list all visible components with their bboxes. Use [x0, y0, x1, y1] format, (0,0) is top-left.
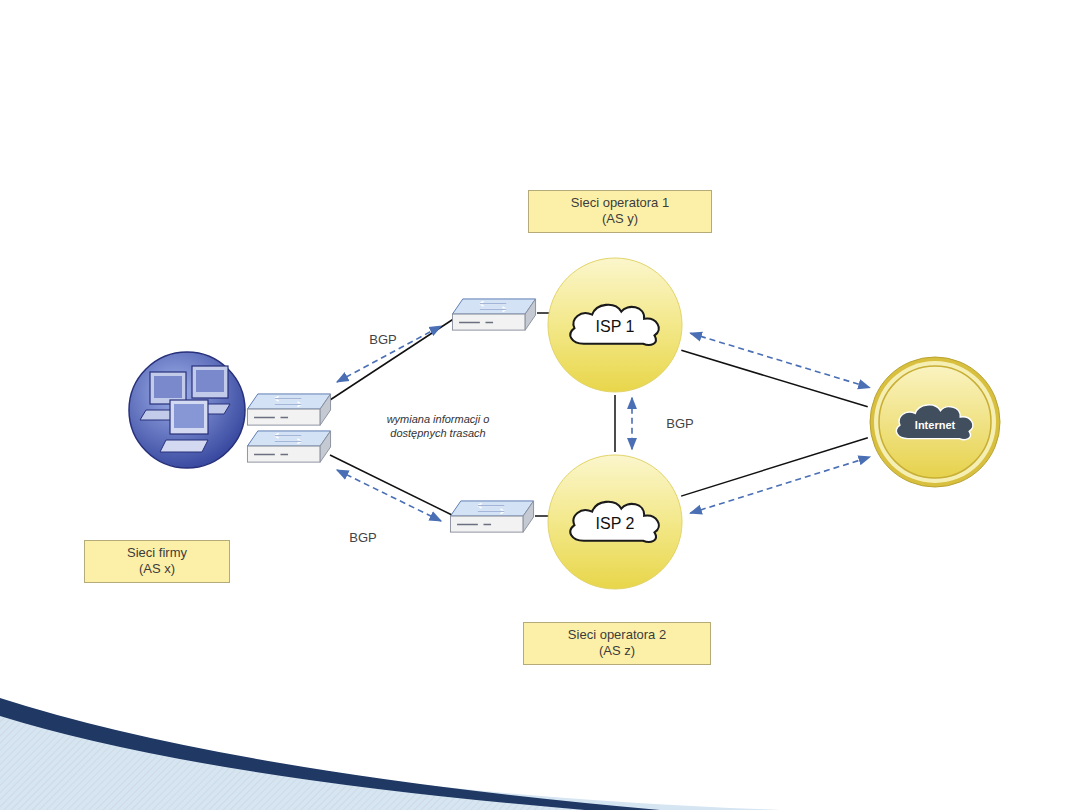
cloud-symbol [570, 502, 658, 542]
slide-swoosh-light [0, 700, 780, 810]
bgp-exchange-arrow [690, 457, 870, 513]
protocol-label: BGP [664, 416, 695, 431]
router-icon [247, 431, 330, 462]
company-network-icon [129, 352, 245, 468]
isp-disc-fill [548, 455, 682, 589]
globe-ring [870, 357, 1000, 487]
link-wire [330, 318, 455, 400]
company-label-box: Sieci firmy (AS x) [84, 540, 230, 583]
node-text: ISP 1 [596, 318, 635, 336]
router-icon [452, 299, 535, 330]
router-icon [247, 394, 330, 425]
bgp-exchange-arrow [631, 398, 633, 449]
globe-ring [879, 366, 991, 478]
cloud-symbol [570, 305, 658, 345]
link-line [681, 350, 867, 406]
note-text: wymiana informacji o dostępnych trasach [384, 413, 492, 441]
internet-circle: Internet [869, 356, 1001, 488]
operator-label-box: Sieci operatora 2 (AS z) [523, 622, 711, 665]
node-text: ISP 2 [596, 515, 635, 533]
globe-ring [874, 361, 996, 483]
bgp-exchange-arrow [690, 333, 869, 387]
node-text: Internet [915, 419, 955, 431]
operator-label-box: Sieci operatora 1 (AS y) [528, 190, 712, 233]
router-icon [450, 501, 533, 532]
protocol-label: BGP [369, 332, 396, 347]
node-text: Sieci operatora 2 (AS z) [562, 627, 672, 660]
isp-disc-fill [548, 258, 682, 392]
link-wire [330, 455, 452, 515]
bgp-session-arrow [337, 470, 441, 521]
bgp-session-arrow [337, 326, 441, 382]
protocol-label: BGP [349, 530, 376, 545]
isp-circle: ISP 2 [547, 454, 683, 590]
node-text: Sieci firmy (AS x) [117, 545, 197, 578]
isp-circle: ISP 1 [547, 257, 683, 393]
slide-swoosh-dark [0, 698, 660, 810]
cloud-symbol [896, 405, 972, 440]
node-text: Sieci operatora 1 (AS y) [565, 195, 675, 228]
link-line [681, 438, 868, 496]
link-line [614, 395, 616, 452]
